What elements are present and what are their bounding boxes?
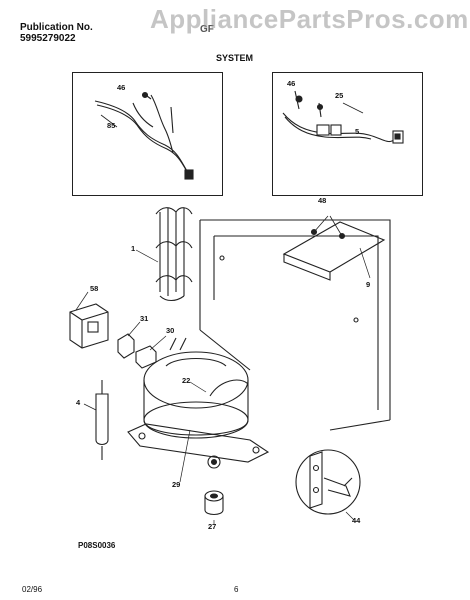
footer-date: 02/96 [22,585,43,594]
publication-label: Publication No. [20,22,93,33]
publication-number: 5995279022 [20,33,76,44]
callout-1: 1 [131,244,136,253]
callout-31: 31 [140,314,149,323]
watermark: AppliancePartsPros.com [150,4,469,34]
callout-29: 29 [172,480,181,489]
callout-58: 58 [90,284,99,293]
inset-wiring-harness: 46 85 [72,72,223,196]
figure-code: P08S0036 [78,541,116,550]
callout-30: 30 [166,326,175,335]
page-number: 6 [234,585,239,594]
callout-5: 5 [355,127,360,136]
callout-4: 4 [76,398,81,407]
inset-switch-cord: 46 25 5 [272,72,423,196]
callout-85: 85 [107,121,116,130]
callout-9: 9 [366,280,371,289]
callout-25: 25 [335,91,344,100]
callout-46-switch: 46 [287,79,296,88]
harness-drawing [94,91,194,180]
callout-44: 44 [352,516,361,525]
callout-46-harness: 46 [117,83,126,92]
section-title: SYSTEM [216,53,254,63]
callout-48: 48 [318,196,327,205]
callout-22: 22 [182,376,191,385]
callout-27: 27 [208,522,217,531]
switch-cord-drawing [282,90,404,144]
model-number: GF [200,24,214,35]
